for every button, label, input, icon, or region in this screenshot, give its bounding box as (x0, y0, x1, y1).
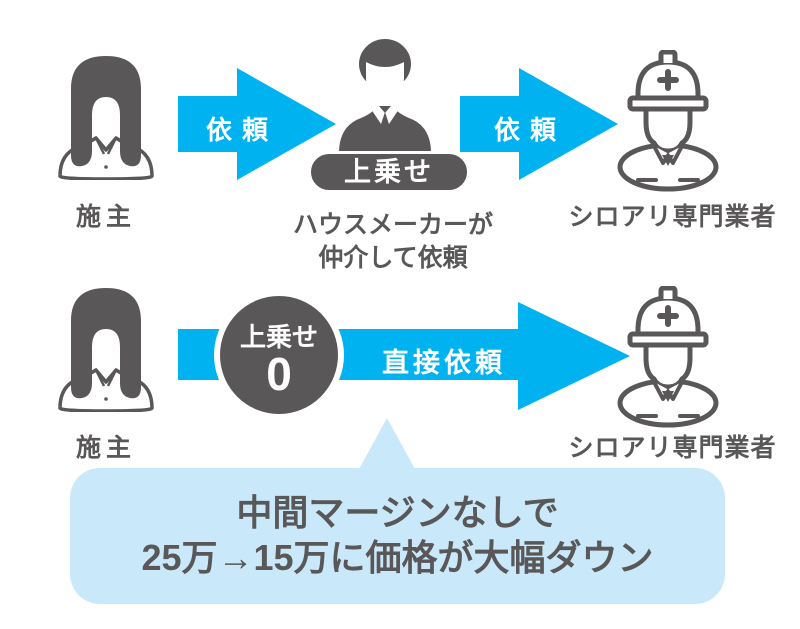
markup-badge: 上乗せ (308, 151, 470, 193)
worker-helmet-icon (616, 49, 720, 192)
middleman-caption-line2: 仲介して依頼 (318, 244, 468, 272)
zero-markup-label: 上乗せ (239, 322, 318, 352)
direct-request-label: 直接依頼 (382, 348, 506, 378)
contractor-label-top: シロアリ専門業者 (568, 203, 777, 231)
person-businessman-icon (335, 38, 435, 153)
callout-tail (359, 418, 415, 469)
person-woman-icon (56, 55, 156, 181)
callout-text: 中間マージンなしで 25万→15万に価格が大幅ダウン (70, 468, 725, 580)
owner-label-top: 施主 (75, 203, 136, 231)
request-arrow-2-label: 依頼 (493, 115, 566, 145)
request-arrow-1-label: 依頼 (205, 115, 278, 145)
person-woman-icon (56, 287, 156, 413)
owner-label-bottom: 施主 (75, 434, 136, 462)
middleman-caption: ハウスメーカーが 仲介して依頼 (288, 209, 498, 275)
request-arrow-2: 依頼 (460, 67, 618, 181)
callout-line2: 25万→15万に価格が大幅ダウン (141, 537, 654, 578)
callout-bubble: 中間マージンなしで 25万→15万に価格が大幅ダウン (70, 468, 725, 604)
middleman-caption-line1: ハウスメーカーが (292, 211, 493, 239)
contractor-label-bottom: シロアリ専門業者 (568, 434, 777, 462)
worker-helmet-icon (616, 285, 720, 428)
zero-markup-circle: 上乗せ 0 (214, 290, 344, 420)
zero-markup-value: 0 (266, 348, 292, 400)
request-arrow-1: 依頼 (178, 67, 336, 181)
callout-line1: 中間マージンなしで (236, 492, 559, 533)
